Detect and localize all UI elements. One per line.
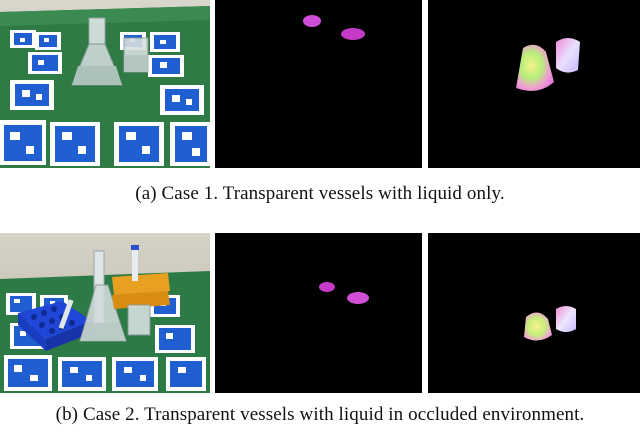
case2-segmentation-mask	[215, 233, 422, 393]
case1-3d-reconstruction	[428, 0, 640, 168]
case2-rgb-photo	[0, 233, 210, 393]
caption-b: (b) Case 2. Transparent vessels with liq…	[55, 404, 585, 425]
case2-3d-reconstruction	[428, 233, 640, 393]
mask-blob	[347, 292, 369, 304]
mask-blob	[341, 28, 365, 40]
test-tube-rack	[18, 299, 92, 351]
cone-pointcloud	[516, 44, 554, 91]
case1-segmentation-mask	[215, 0, 422, 168]
flask	[71, 17, 123, 86]
cylinder-pointcloud	[556, 306, 576, 332]
cone-pointcloud	[524, 312, 552, 341]
mask-blob	[303, 15, 321, 27]
cylinder-pointcloud	[556, 38, 580, 73]
mask-blob	[319, 282, 335, 292]
caption-a: (a) Case 1. Transparent vessels with liq…	[135, 183, 505, 204]
case1-rgb-photo	[0, 0, 210, 168]
beaker	[123, 37, 149, 73]
beaker	[127, 304, 151, 336]
tube-holder	[112, 245, 170, 309]
